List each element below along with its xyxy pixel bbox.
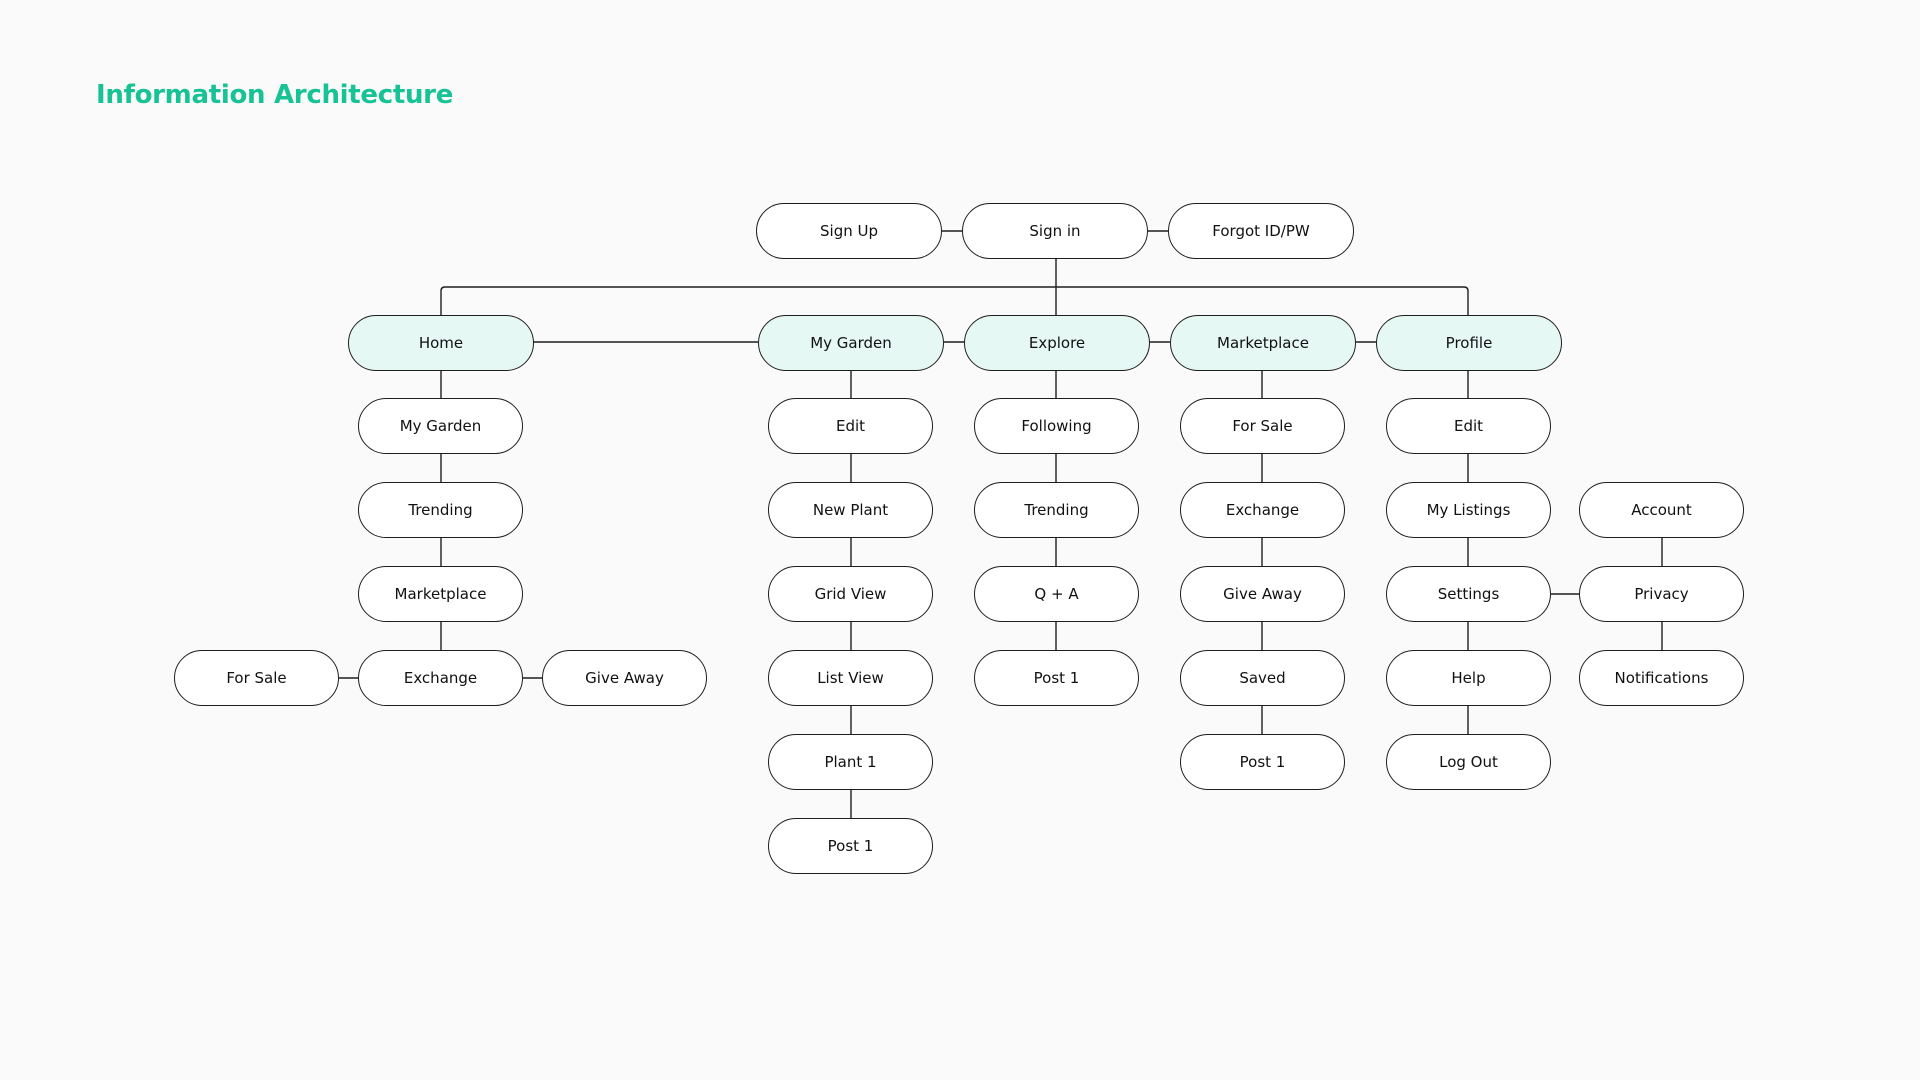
node-mygarden-new-plant[interactable]: New Plant [768,482,933,538]
node-profile-log-out[interactable]: Log Out [1386,734,1551,790]
node-profile[interactable]: Profile [1376,315,1562,371]
page-title: Information Architecture [96,80,454,110]
node-profile-edit[interactable]: Edit [1386,398,1551,454]
node-home-for-sale[interactable]: For Sale [174,650,339,706]
node-marketplace-for-sale[interactable]: For Sale [1180,398,1345,454]
node-sign-in[interactable]: Sign in [962,203,1148,259]
node-marketplace-saved[interactable]: Saved [1180,650,1345,706]
node-profile-help[interactable]: Help [1386,650,1551,706]
node-marketplace-give-away[interactable]: Give Away [1180,566,1345,622]
connector-main-bus [440,286,1469,318]
node-home-exchange[interactable]: Exchange [358,650,523,706]
node-marketplace-post-1[interactable]: Post 1 [1180,734,1345,790]
node-explore-trending[interactable]: Trending [974,482,1139,538]
node-mygarden-post-1[interactable]: Post 1 [768,818,933,874]
node-marketplace-exchange[interactable]: Exchange [1180,482,1345,538]
node-my-garden[interactable]: My Garden [758,315,944,371]
node-mygarden-edit[interactable]: Edit [768,398,933,454]
node-home[interactable]: Home [348,315,534,371]
node-mygarden-grid-view[interactable]: Grid View [768,566,933,622]
node-explore-post-1[interactable]: Post 1 [974,650,1139,706]
node-marketplace[interactable]: Marketplace [1170,315,1356,371]
node-home-trending[interactable]: Trending [358,482,523,538]
node-profile-settings[interactable]: Settings [1386,566,1551,622]
node-home-my-garden[interactable]: My Garden [358,398,523,454]
node-profile-my-listings[interactable]: My Listings [1386,482,1551,538]
node-mygarden-list-view[interactable]: List View [768,650,933,706]
node-sign-up[interactable]: Sign Up [756,203,942,259]
node-settings-notifications[interactable]: Notifications [1579,650,1744,706]
node-home-give-away[interactable]: Give Away [542,650,707,706]
node-explore-qa[interactable]: Q + A [974,566,1139,622]
node-home-marketplace[interactable]: Marketplace [358,566,523,622]
node-forgot-id-pw[interactable]: Forgot ID/PW [1168,203,1354,259]
node-explore[interactable]: Explore [964,315,1150,371]
node-explore-following[interactable]: Following [974,398,1139,454]
node-settings-privacy[interactable]: Privacy [1579,566,1744,622]
node-mygarden-plant-1[interactable]: Plant 1 [768,734,933,790]
node-settings-account[interactable]: Account [1579,482,1744,538]
